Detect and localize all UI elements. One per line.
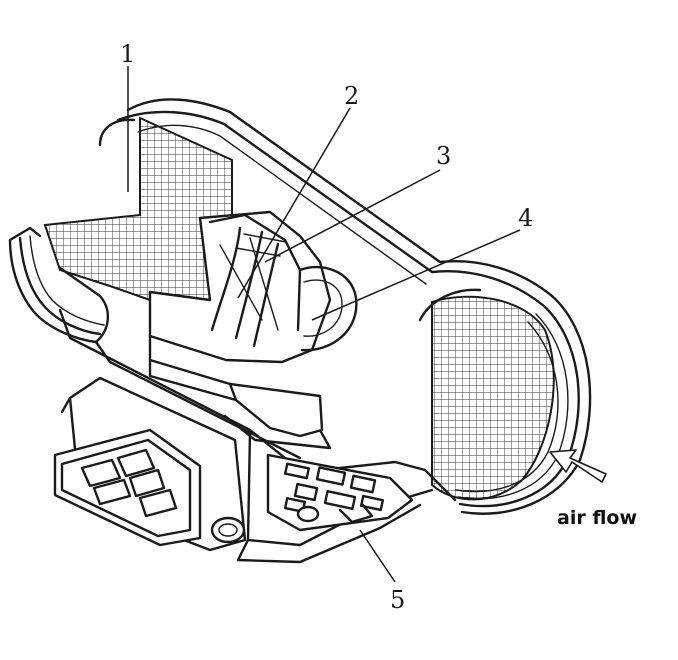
inlet-screen (43, 116, 233, 322)
air-flow-label: air flow (557, 507, 638, 529)
airflow-arrow (549, 449, 607, 483)
callout-3: 3 (436, 142, 452, 170)
callout-5: 5 (390, 586, 406, 614)
callout-1: 1 (120, 40, 136, 68)
circuit-board (266, 453, 414, 532)
sensor-channel (148, 210, 358, 438)
outlet-screen (431, 295, 555, 501)
leader-3 (264, 169, 441, 263)
leader-2 (237, 107, 351, 299)
callout-2: 2 (344, 82, 360, 110)
leader-5 (359, 529, 396, 583)
callout-4: 4 (518, 204, 534, 232)
connector-housing (53, 376, 247, 552)
leader-4 (311, 229, 521, 321)
